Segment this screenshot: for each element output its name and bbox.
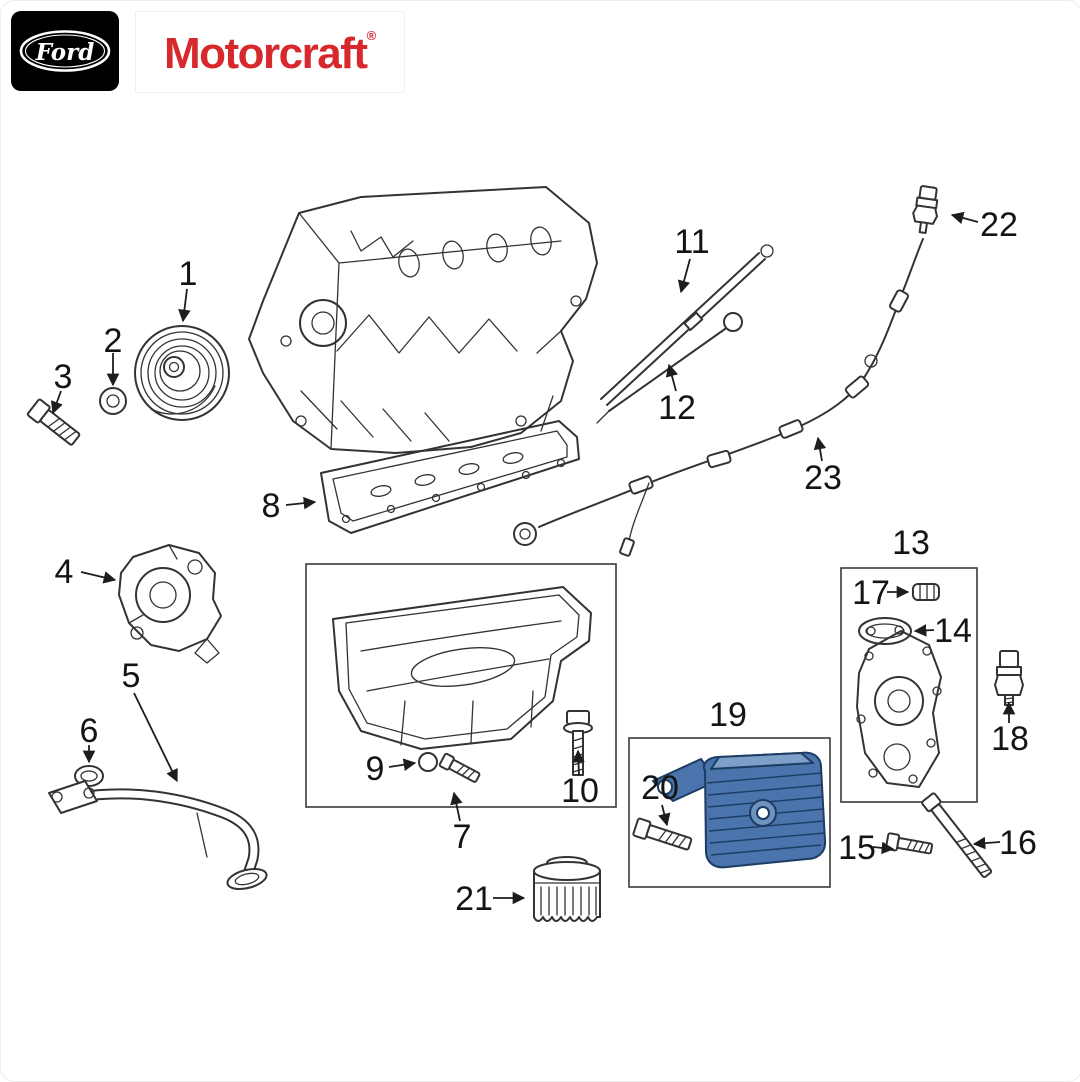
callout-17: 17 [852,574,890,612]
leader-3 [50,390,63,415]
ford-oval-icon: Ford [19,30,111,72]
detail-box-oil-pan [305,563,617,808]
leader-8 [285,496,317,510]
callout-7: 7 [453,818,472,856]
callout-10: 10 [561,772,599,810]
brand-header: Ford Motorcraft® [11,11,406,93]
leader-15 [872,841,895,855]
part-cover-bolt [885,832,934,855]
leader-4 [80,571,117,584]
callout-2: 2 [104,322,123,360]
leader-23 [813,436,827,462]
callout-3: 3 [54,358,73,396]
part-oil-cooler-bolt [632,817,693,851]
callout-13: 13 [892,524,930,562]
leader-12 [665,363,679,392]
part-dipstick-tube [600,244,774,406]
callout-20: 20 [641,769,679,807]
motorcraft-logo: Motorcraft® [135,11,406,93]
leader-22 [950,211,979,225]
part-cover-gasket [858,617,912,645]
callout-18: 18 [991,720,1029,758]
leader-1 [178,288,191,323]
callout-9: 9 [366,750,385,788]
part-oil-pickup-tube [48,780,268,890]
leader-16 [972,836,1001,850]
callout-14: 14 [934,612,972,650]
oil-cooler-top-face [710,752,814,770]
part-oil-pump [118,544,222,664]
callout-1: 1 [179,255,198,293]
registered-trademark-symbol: ® [366,27,377,43]
part-oil-pressure-sensor [912,185,939,234]
part-oil-cooler [652,751,827,869]
leader-5 [133,692,178,783]
callout-6: 6 [80,712,99,750]
ford-logo: Ford [11,11,119,91]
detail-box-oil-cooler [628,737,831,888]
callout-5: 5 [122,657,141,695]
part-long-bolt [921,792,993,879]
motorcraft-logo-text: Motorcraft® [164,29,376,76]
part-wiring-harness [513,238,924,557]
leader-11 [677,258,691,294]
part-drain-plug [418,752,481,783]
leader-9 [388,758,417,771]
ford-logo-text: Ford [35,39,95,66]
callout-15: 15 [838,829,876,867]
callout-23: 23 [804,459,842,497]
part-valley-tray [320,420,580,534]
part-cover-plug [912,583,940,601]
part-oil-filter [533,856,601,922]
callout-11: 11 [674,223,709,261]
part-washer [99,387,127,415]
motorcraft-wordmark: Motorcraft [164,28,368,78]
part-cam-sensor [994,650,1024,706]
detail-box-timing-cover [840,567,978,803]
callout-22: 22 [980,206,1018,244]
callout-21: 21 [455,880,493,918]
part-crank-bolt [26,398,81,446]
leader-14 [913,624,935,637]
leader-10 [572,749,585,776]
part-oil-pan [332,586,592,750]
callout-8: 8 [262,487,281,525]
callout-12: 12 [658,389,696,427]
part-front-cover [856,630,942,788]
engine-block-assembly [248,186,598,454]
leader-20 [658,804,671,827]
callout-4: 4 [55,553,74,591]
callout-16: 16 [999,824,1037,862]
callout-19: 19 [709,696,747,734]
part-crank-pulley [134,325,230,421]
leader-7 [450,791,463,822]
